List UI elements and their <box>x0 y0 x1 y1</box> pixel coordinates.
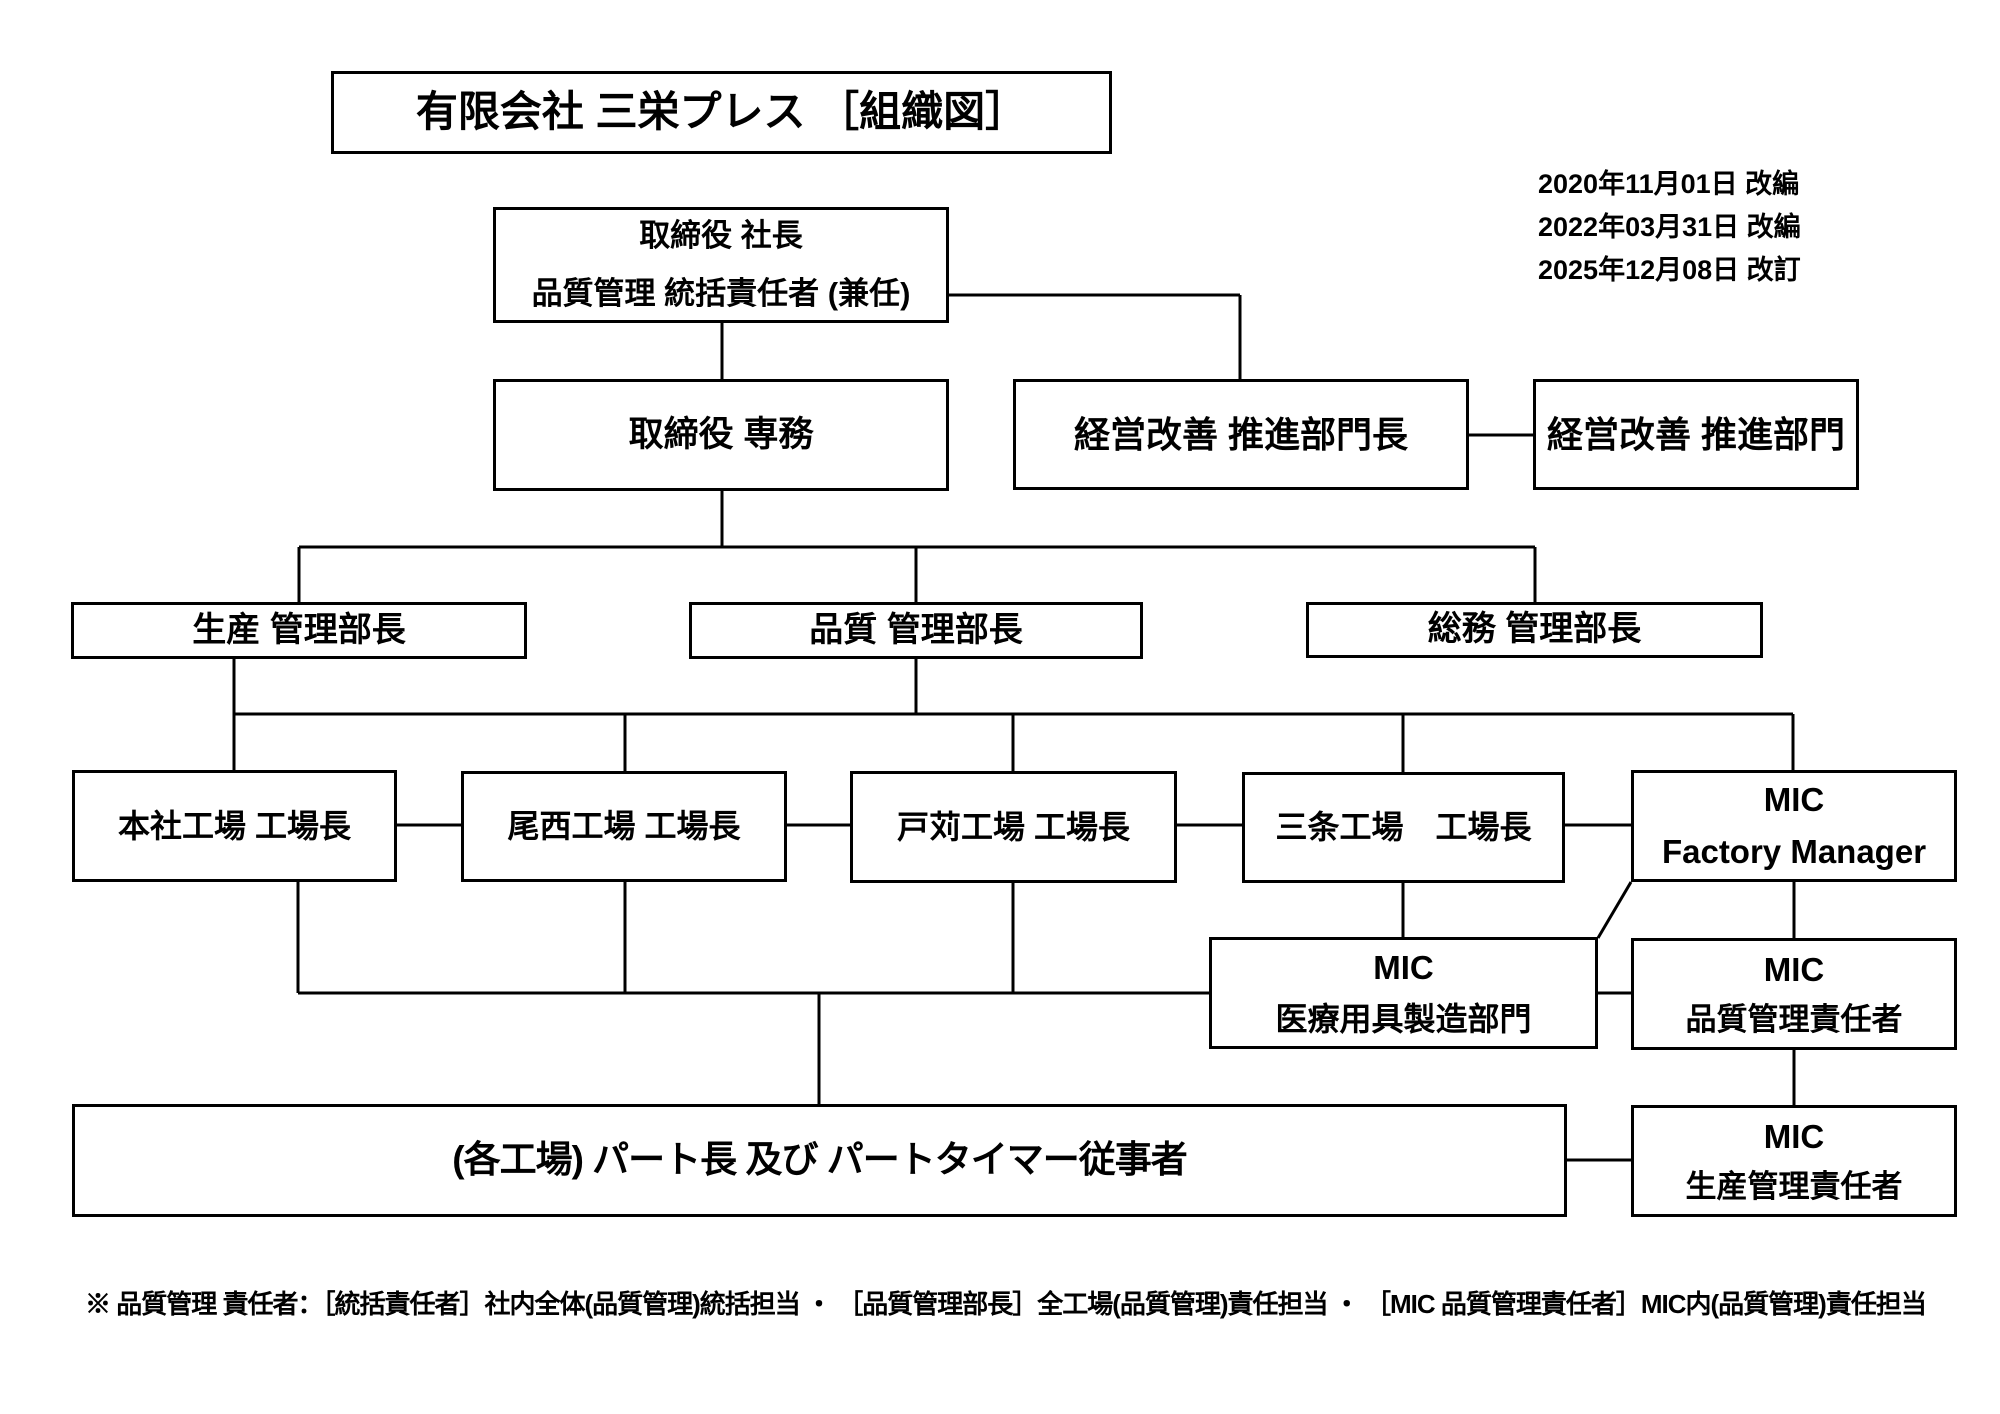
footnote: ※ 品質管理 責任者：［統括責任者］社内全体(品質管理)統括担当 ・ ［品質管理… <box>85 1289 1927 1319</box>
node-sanjo-label: 三条工場 工場長 <box>1275 809 1532 846</box>
node-keiei-leader-label: 経営改善 推進部門長 <box>1073 413 1408 455</box>
revision-date: 2022年03月31日 改編 <box>1538 212 1801 242</box>
node-mic-pc-line2: 生産管理責任者 <box>1685 1168 1903 1204</box>
node-president-subtitle: 品質管理 統括責任者 (兼任) <box>531 276 911 311</box>
node-mic-fm-line1: MIC <box>1763 781 1825 819</box>
node-mic-qc-line2: 品質管理責任者 <box>1685 1001 1903 1037</box>
node-mic-pc-line1: MIC <box>1763 1117 1825 1155</box>
node-mic-qc-line1: MIC <box>1763 950 1825 988</box>
node-senmu: 取締役 専務 <box>493 379 949 491</box>
node-part-timers-label: (各工場) パート長 及び パートタイマー従事者 <box>452 1139 1187 1181</box>
node-soumu-mgr-label: 総務 管理部長 <box>1427 610 1642 649</box>
node-togari-label: 戸苅工場 工場長 <box>897 808 1130 845</box>
node-seisan-mgr: 生産 管理部長 <box>71 602 527 659</box>
node-owari: 尾西工場 工場長 <box>461 771 787 882</box>
node-mic-iryo-line2: 医療用具製造部門 <box>1275 1000 1532 1037</box>
node-togari: 戸苅工場 工場長 <box>850 771 1177 883</box>
node-mic-pc: MIC 生産管理責任者 <box>1631 1105 1957 1217</box>
node-seisan-mgr-label: 生産 管理部長 <box>192 610 406 649</box>
node-keiei-dept: 経営改善 推進部門 <box>1533 379 1859 490</box>
node-hinshitsu-mgr: 品質 管理部長 <box>689 602 1143 659</box>
node-keiei-leader: 経営改善 推進部門長 <box>1013 379 1469 490</box>
node-mic-fm-line2: Factory Manager <box>1661 833 1927 870</box>
node-honsha-label: 本社工場 工場長 <box>118 807 351 844</box>
chart-title-box: 有限会社 三栄プレス ［組織図］ <box>331 71 1112 154</box>
revision-dates: 2020年11月01日 改編 2022年03月31日 改編 2025年12月08… <box>1538 163 1801 292</box>
node-president-title: 取締役 社長 <box>639 218 803 254</box>
node-part-timers: (各工場) パート長 及び パートタイマー従事者 <box>72 1104 1567 1217</box>
node-honsha: 本社工場 工場長 <box>72 770 397 882</box>
node-mic-iryo: MIC 医療用具製造部門 <box>1209 937 1598 1049</box>
chart-title: 有限会社 三栄プレス ［組織図］ <box>415 88 1028 136</box>
revision-date: 2020年11月01日 改編 <box>1538 169 1800 199</box>
node-president: 取締役 社長 品質管理 統括責任者 (兼任) <box>493 207 949 323</box>
node-mic-factory-manager: MIC Factory Manager <box>1631 770 1957 882</box>
node-sanjo: 三条工場 工場長 <box>1242 772 1565 883</box>
node-soumu-mgr: 総務 管理部長 <box>1306 602 1763 658</box>
node-mic-qc: MIC 品質管理責任者 <box>1631 938 1957 1050</box>
node-keiei-dept-label: 経営改善 推進部門 <box>1546 413 1845 455</box>
node-mic-iryo-line1: MIC <box>1373 948 1434 986</box>
node-hinshitsu-mgr-label: 品質 管理部長 <box>809 610 1023 649</box>
revision-date: 2025年12月08日 改訂 <box>1538 255 1801 285</box>
node-owari-label: 尾西工場 工場長 <box>507 808 741 845</box>
node-senmu-label: 取締役 専務 <box>628 414 814 454</box>
